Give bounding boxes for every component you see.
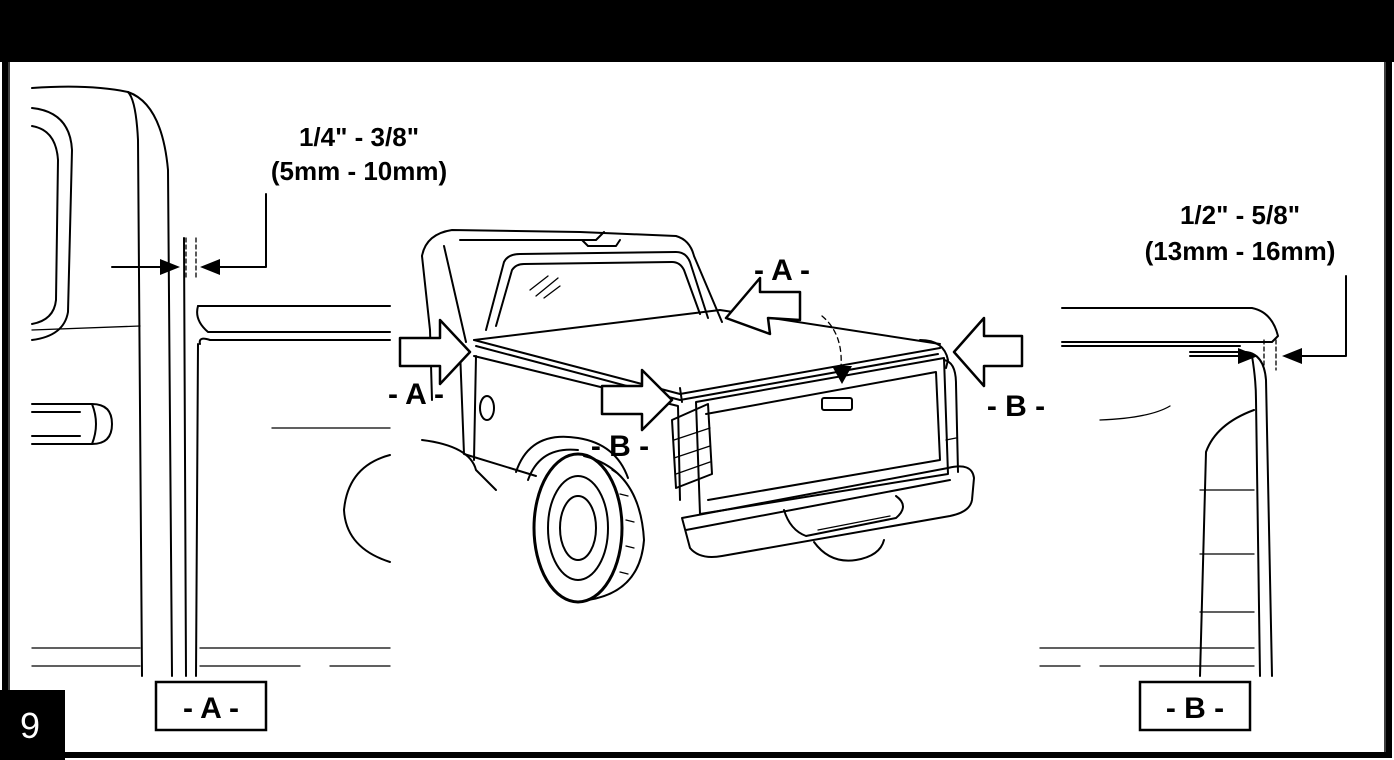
gap-a-label: - A -	[183, 692, 239, 725]
gap-b-measure-metric: (13mm - 16mm)	[1145, 236, 1336, 266]
callout-b-center: - B -	[591, 430, 649, 463]
gap-a-dimension	[111, 193, 267, 279]
gap-b-dimension	[1189, 275, 1347, 371]
step-number: 9	[20, 705, 40, 746]
right-bed-detail	[1039, 307, 1279, 677]
gap-b-measure-imperial: 1/2" - 5/8"	[1180, 200, 1300, 230]
arrow-hinge-down	[832, 366, 852, 384]
gap-a-measure-imperial: 1/4" - 3/8"	[299, 122, 419, 152]
arrow-a-top	[724, 276, 802, 336]
arrow-a-left	[398, 318, 472, 386]
callout-b-right: - B -	[987, 390, 1045, 423]
left-cab-detail	[31, 85, 187, 677]
gap-a-measure-metric: (5mm - 10mm)	[271, 156, 447, 186]
header-band	[0, 0, 1394, 62]
left-bed-detail	[195, 305, 391, 677]
gap-b-label: - B -	[1166, 692, 1224, 725]
callout-a-top: - A -	[754, 254, 810, 287]
pickup-truck	[421, 229, 975, 604]
arrow-b-right	[952, 316, 1024, 388]
gap-b-label-box	[1138, 680, 1252, 732]
callout-a-left: - A -	[388, 378, 444, 411]
gap-a-label-box	[154, 680, 268, 732]
step-number-badge	[0, 690, 65, 760]
arrow-b-center	[600, 368, 674, 432]
